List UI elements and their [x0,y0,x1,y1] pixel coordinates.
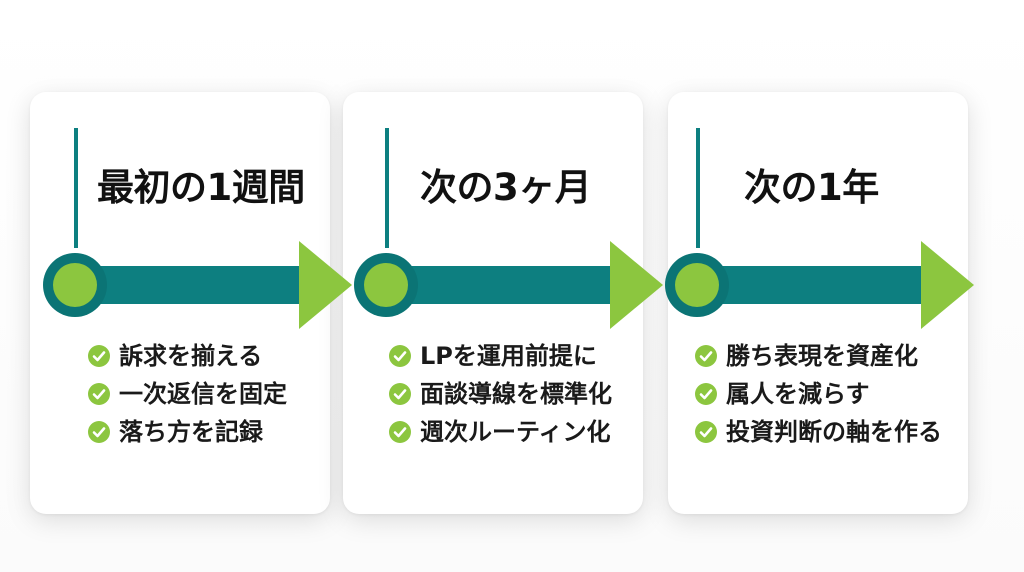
phase-title-2: 次の3ヶ月 [420,166,592,209]
item-label: 面談導線を標準化 [420,380,612,408]
check-circle-icon [389,421,411,443]
check-circle-icon [88,421,110,443]
list-item: 落ち方を記録 [88,413,287,451]
timeline-bar-3 [697,266,929,304]
circle-node-inner [53,263,97,307]
list-item: 面談導線を標準化 [389,375,612,413]
list-item: 投資判断の軸を作る [695,413,942,451]
item-label: 勝ち表現を資産化 [726,342,918,370]
check-circle-icon [88,383,110,405]
timeline-bar-2 [386,266,618,304]
arrow-right-icon [921,241,974,329]
item-label: 落ち方を記録 [119,418,263,446]
item-label: LPを運用前提に [420,342,597,370]
list-item: 属人を減らす [695,375,942,413]
arrow-right-icon [299,241,352,329]
circle-node-inner [364,263,408,307]
timeline-bar-1 [75,266,307,304]
item-label: 属人を減らす [726,380,870,408]
list-item: 一次返信を固定 [88,375,287,413]
phase-title-3: 次の1年 [744,166,879,209]
item-label: 一次返信を固定 [119,380,287,408]
list-item: LPを運用前提に [389,337,612,375]
list-item: 訴求を揃える [88,337,287,375]
phase-stem-1 [74,128,78,248]
item-label: 訴求を揃える [119,342,263,370]
phase-items-3: 勝ち表現を資産化 属人を減らす 投資判断の軸を作る [695,337,942,451]
phase-items-1: 訴求を揃える 一次返信を固定 落ち方を記録 [88,337,287,451]
check-circle-icon [88,345,110,367]
phase-items-2: LPを運用前提に 面談導線を標準化 週次ルーティン化 [389,337,612,451]
check-circle-icon [389,345,411,367]
check-circle-icon [695,345,717,367]
circle-node-inner [675,263,719,307]
phase-stem-2 [385,128,389,248]
list-item: 勝ち表現を資産化 [695,337,942,375]
item-label: 投資判断の軸を作る [726,418,942,446]
item-label: 週次ルーティン化 [420,418,611,446]
arrow-right-icon [610,241,663,329]
list-item: 週次ルーティン化 [389,413,612,451]
phase-title-1: 最初の1週間 [97,166,305,209]
check-circle-icon [695,421,717,443]
phase-stem-3 [696,128,700,248]
check-circle-icon [389,383,411,405]
check-circle-icon [695,383,717,405]
